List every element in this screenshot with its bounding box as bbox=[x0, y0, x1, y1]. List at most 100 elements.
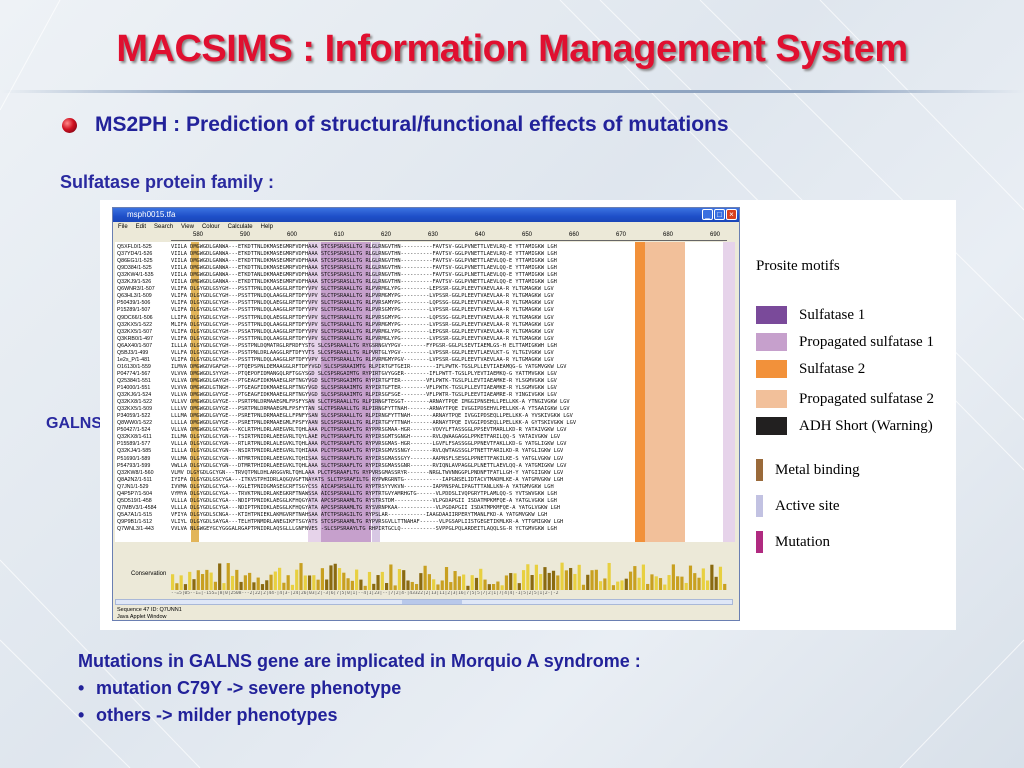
minimize-button[interactable]: _ bbox=[702, 209, 713, 220]
legend-swatch bbox=[756, 390, 787, 408]
conservation-bar bbox=[209, 572, 213, 590]
conservation-bar bbox=[547, 572, 551, 590]
motif-band bbox=[645, 242, 685, 542]
legend-item: Propagated sulfatase 2 bbox=[756, 390, 934, 408]
maximize-button[interactable]: □ bbox=[714, 209, 725, 220]
sequence-name: Q32KJ6/1-524 bbox=[117, 392, 152, 399]
conservation-bar bbox=[706, 580, 710, 590]
sequence-name: Q5D519/1-458 bbox=[117, 497, 152, 504]
legend-item: Sulfatase 1 bbox=[756, 306, 865, 324]
ruler-tick: 640 bbox=[475, 232, 486, 238]
close-button[interactable]: × bbox=[726, 209, 737, 220]
conservation-bar bbox=[620, 580, 624, 590]
legend-label: Propagated sulfatase 1 bbox=[799, 333, 934, 350]
conservation-bar bbox=[432, 579, 436, 590]
sequence-name: Q32KJ4/1-585 bbox=[117, 448, 152, 455]
sequence-name: Q9D384/1-525 bbox=[117, 265, 152, 272]
menu-item[interactable]: Search bbox=[154, 224, 174, 230]
conservation-bar bbox=[599, 581, 603, 590]
window-titlebar[interactable]: msph0015.tfa _ □ × bbox=[113, 208, 739, 222]
bottom-item-text: others -> milder phenotypes bbox=[96, 705, 338, 725]
menu-item[interactable]: File bbox=[118, 224, 128, 230]
horizontal-scrollbar[interactable] bbox=[115, 599, 733, 605]
legend-label: Mutation bbox=[775, 533, 830, 550]
menu-item[interactable]: View bbox=[181, 224, 194, 230]
motif-band bbox=[723, 242, 735, 542]
conservation-bar bbox=[282, 582, 286, 590]
sequence-name: Q7JN1/1-529 bbox=[117, 483, 149, 490]
bottom-notes: Mutations in GALNS gene are implicated i… bbox=[78, 648, 641, 729]
main-bullet: MS2PH : Prediction of structural/functio… bbox=[62, 113, 729, 137]
conservation-bar bbox=[487, 584, 491, 590]
sequence-name: Q3KRB0/1-497 bbox=[117, 335, 153, 342]
sequence-residues: VLIFA DLGYGDLGCYGH---PSSTTPNLDQLAEGGLRFT… bbox=[171, 300, 554, 307]
conservation-bar bbox=[312, 575, 316, 590]
conservation-bar bbox=[218, 563, 222, 590]
conservation-bar bbox=[243, 575, 247, 590]
conservation-bar bbox=[256, 577, 260, 590]
menu-item[interactable]: Colour bbox=[201, 224, 220, 230]
menu-item[interactable]: Edit bbox=[135, 224, 147, 230]
conservation-bar bbox=[526, 564, 530, 590]
ruler-tick: 620 bbox=[381, 232, 392, 238]
bullet-mark: • bbox=[78, 705, 85, 725]
conservation-bar bbox=[444, 567, 449, 590]
menu-item[interactable]: Help bbox=[260, 224, 273, 230]
conservation-bar bbox=[457, 576, 461, 590]
conservation-bar bbox=[624, 578, 628, 590]
conservation-bar bbox=[299, 563, 303, 590]
conservation-bar bbox=[329, 565, 333, 590]
conservation-bar bbox=[414, 584, 419, 590]
conservation-bar bbox=[269, 574, 273, 590]
conservation-bar bbox=[286, 575, 290, 590]
scrollbar-thumb[interactable] bbox=[402, 600, 462, 604]
legend-label: Propagated sulfatase 2 bbox=[799, 390, 934, 407]
menu-item[interactable]: Calculate bbox=[227, 224, 253, 230]
conservation-bar bbox=[406, 580, 410, 590]
